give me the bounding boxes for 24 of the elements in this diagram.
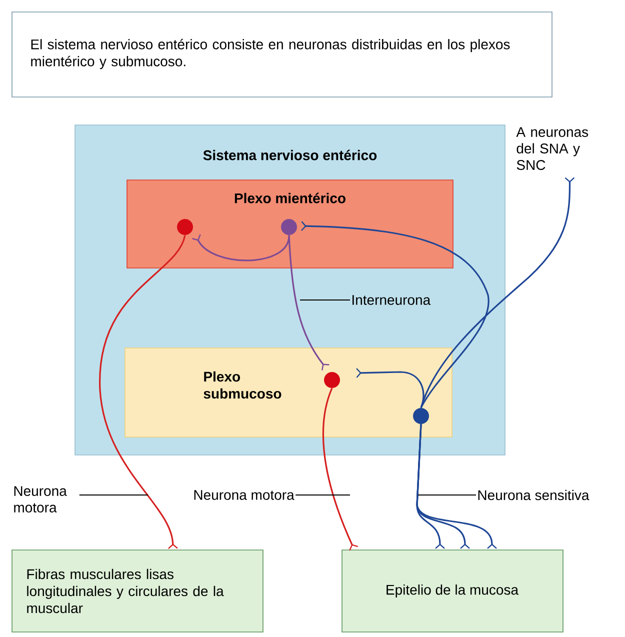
callout-text: A neuronas del SNA y SNC (516, 127, 588, 170)
plexus-band: Plexo submucoso (124, 348, 452, 438)
neuron-body (177, 219, 193, 235)
plexus-band: Plexo mientérico (126, 180, 454, 268)
leader-line (295, 494, 350, 496)
nerve-fiber (288, 235, 330, 370)
neuron-body (413, 408, 429, 424)
target-box: Epitelio de la mucosa (342, 550, 564, 632)
nerve-fiber (192, 234, 290, 262)
nerve-fiber (420, 177, 575, 408)
leader-line (78, 494, 148, 496)
neuron-body (281, 219, 297, 235)
leader-text: Neurona motora (14, 486, 67, 512)
nerve-fiber (99, 234, 186, 549)
leader-text: Neurona sensitiva (478, 490, 590, 500)
nerve-fiber (416, 424, 497, 549)
caption-box: El sistema nervioso entérico consiste en neuronas distribuidas en los plexos mientérico y submucoso. (12, 12, 552, 98)
nerve-fiber (301, 221, 490, 408)
leader-text: Interneurona (352, 295, 431, 305)
target-box: Fibras musculares lisas longitudinales y circulares de la muscular (12, 550, 264, 632)
leader-line (418, 494, 476, 496)
nerve-fiber (322, 388, 358, 551)
leader-text: Neurona motora (194, 490, 294, 500)
neuron-body (324, 372, 340, 388)
